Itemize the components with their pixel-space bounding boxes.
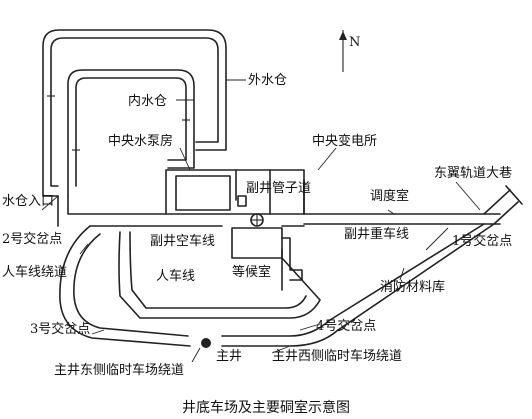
north-label: N — [349, 35, 360, 50]
label-junction-1: 1号交岔点 — [452, 233, 512, 249]
label-fire-material-store: 消防材料库 — [380, 279, 445, 295]
label-main-east-temp-bypass: 主井东侧临时车场绕道 — [54, 362, 184, 378]
label-junction-2: 2号交岔点 — [2, 231, 62, 247]
label-central-pump-room: 中央水泵房 — [108, 133, 173, 149]
loop-bypass — [59, 223, 495, 347]
label-auxiliary-shaft: 副井 — [246, 181, 272, 196]
inner-reservoir — [67, 69, 195, 197]
east-wing-roadway — [483, 185, 523, 225]
label-aux-empty-line: 副井空车线 — [150, 233, 215, 249]
main-shaft-symbol — [201, 338, 211, 348]
label-dispatch-room: 调度室 — [370, 188, 409, 204]
label-inner-reservoir: 内水仓 — [128, 93, 167, 109]
north-arrow — [339, 30, 347, 72]
label-outer-reservoir: 外水仓 — [248, 73, 287, 88]
label-aux-heavy-line: 副井重车线 — [344, 226, 409, 242]
pump-room-block — [165, 169, 305, 215]
personnel-line — [118, 231, 321, 319]
main-roadways — [57, 195, 501, 227]
label-waiting-room: 等候室 — [232, 264, 271, 280]
waiting-room-box — [231, 227, 303, 291]
outer-reservoir — [42, 29, 227, 197]
label-main-shaft: 主井 — [216, 349, 242, 364]
figure-caption: 井底车场及主要硐室示意图 — [182, 399, 350, 416]
label-pipe-way: 管子道 — [272, 181, 311, 196]
label-junction-4: 4号交岔点 — [316, 318, 376, 334]
label-junction-3: 3号交岔点 — [30, 321, 90, 337]
label-central-substation: 中央变电所 — [312, 133, 377, 149]
label-personnel-line: 人车线 — [156, 268, 195, 284]
label-east-wing-roadway: 东翼轨道大巷 — [434, 166, 512, 181]
label-main-west-temp-bypass: 主井西侧临时车场绕道 — [272, 348, 402, 364]
label-reservoir-entrance: 水仓入口 — [2, 194, 54, 209]
auxiliary-shaft-symbol — [250, 213, 264, 227]
leader-lines — [41, 79, 481, 363]
label-personnel-bypass: 人车线绕道 — [2, 264, 67, 280]
